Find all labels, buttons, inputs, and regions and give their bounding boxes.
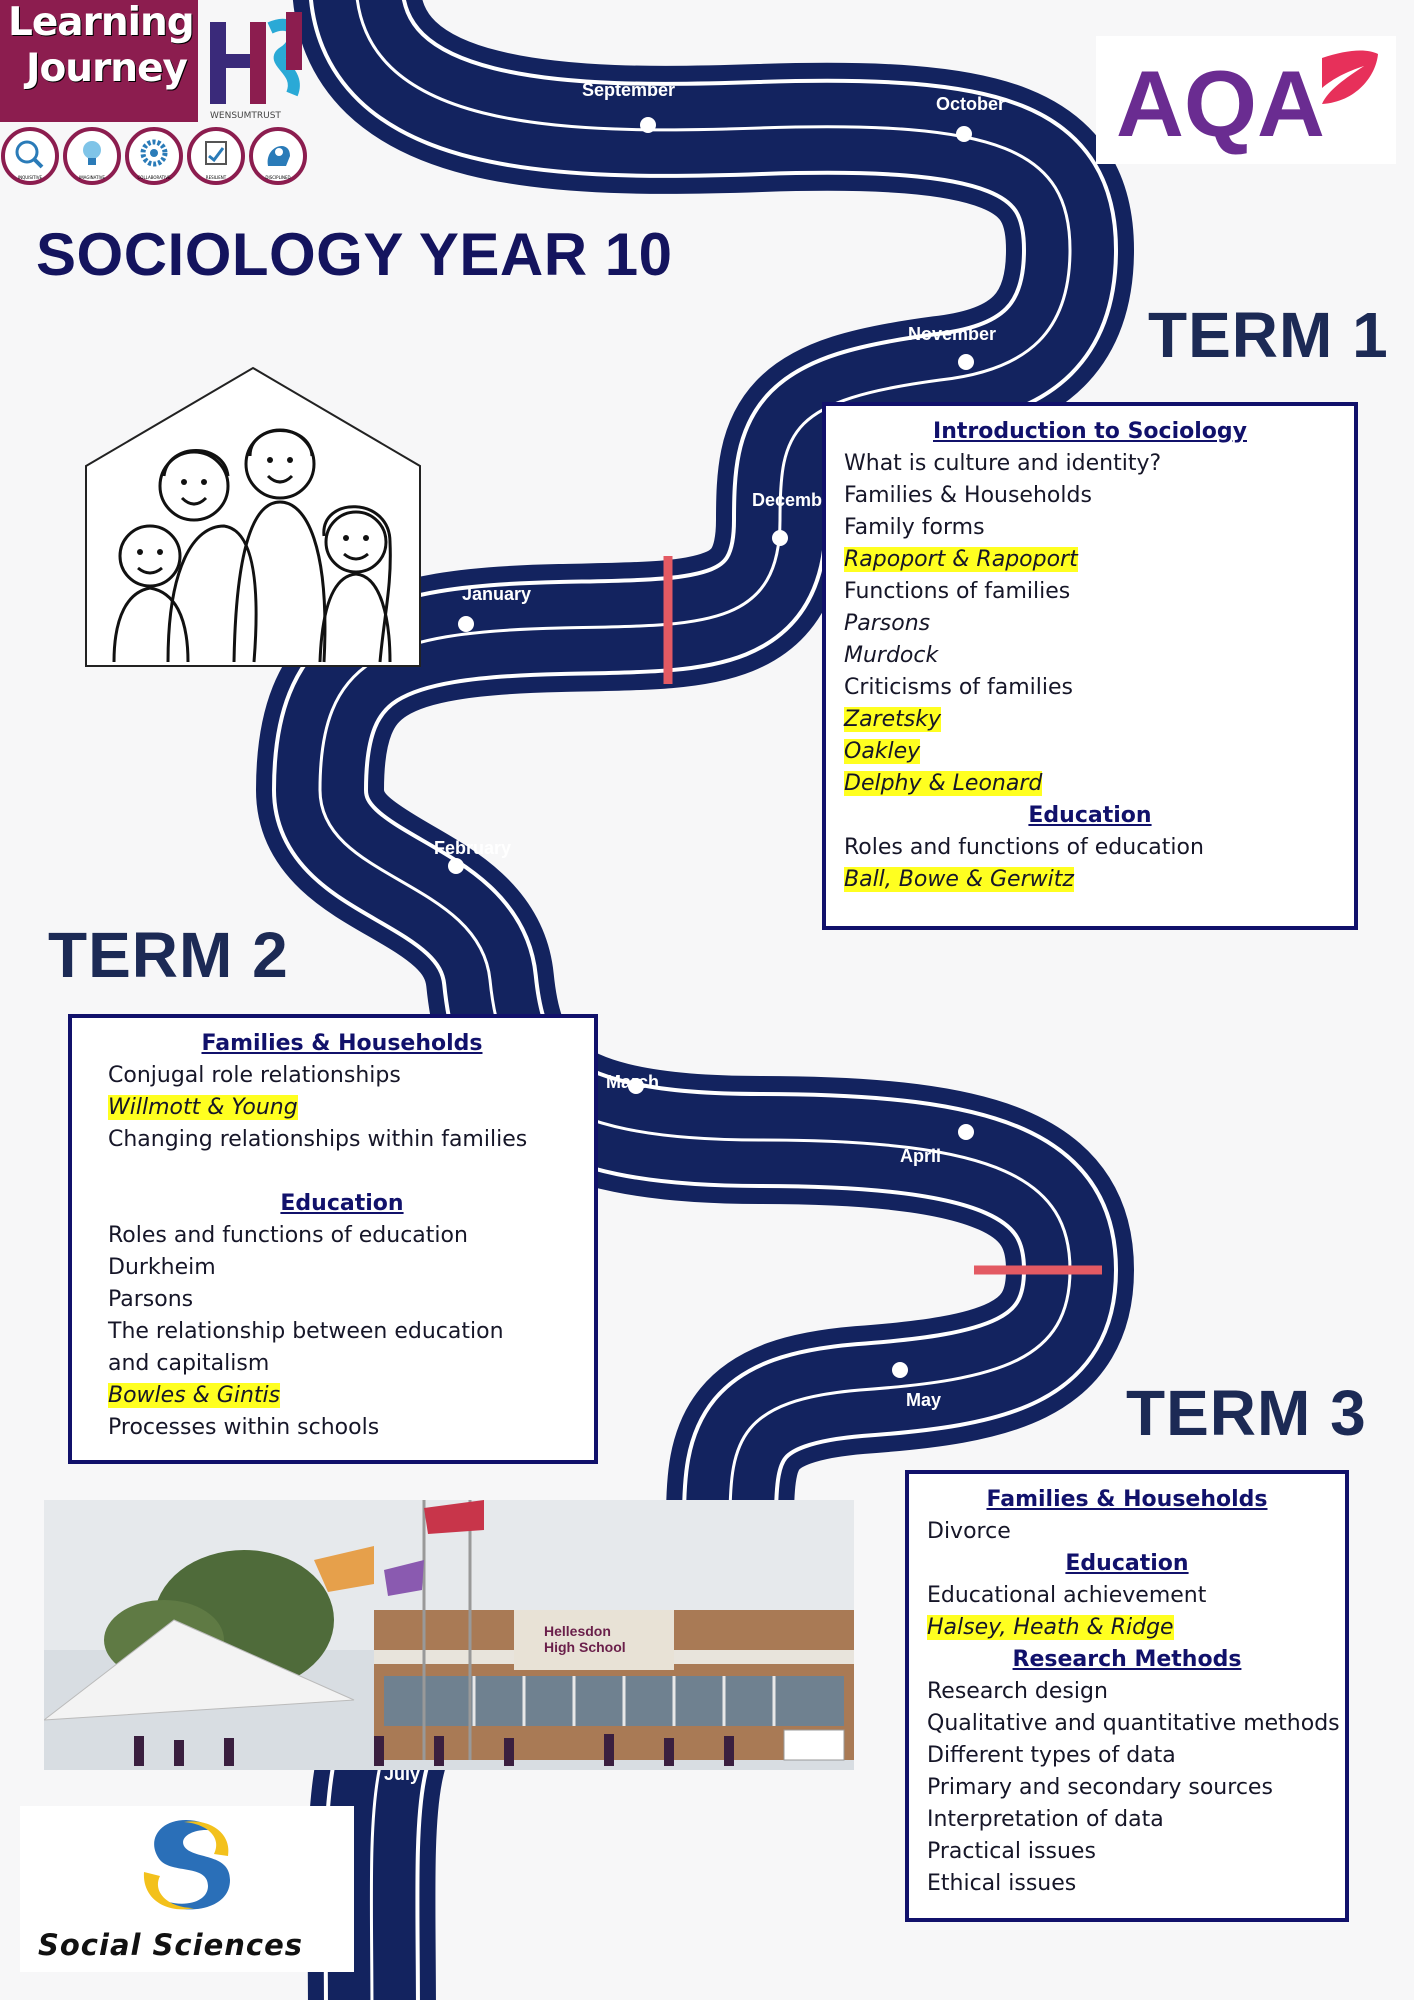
topic-item: Primary and secondary sources bbox=[927, 1775, 1273, 1800]
topic-item: Durkheim bbox=[108, 1255, 216, 1280]
topic-item: Research design bbox=[927, 1679, 1108, 1704]
value-resilient: RESILIENT bbox=[206, 175, 227, 180]
month-november: November bbox=[908, 324, 996, 344]
topic-item: Criticisms of families bbox=[844, 675, 1074, 700]
topic-item: Family forms bbox=[844, 515, 985, 540]
section-heading: Education bbox=[280, 1191, 404, 1216]
topic-item: Parsons bbox=[108, 1287, 194, 1312]
school-sign-line1: Hellesdon bbox=[544, 1623, 611, 1639]
topic-item: Different types of data bbox=[927, 1743, 1176, 1768]
theorist-item: Murdock bbox=[844, 643, 939, 668]
highlighted-theorist: Ball, Bowe & Gerwitz bbox=[844, 867, 1074, 892]
spacer bbox=[108, 1156, 576, 1188]
value-inquisitive: INQUISITIVE bbox=[18, 175, 43, 180]
topic-item: Qualitative and quantitative methods bbox=[927, 1711, 1340, 1736]
month-february: February bbox=[434, 838, 511, 858]
section-heading: Introduction to Sociology bbox=[933, 419, 1247, 444]
milestone-dot bbox=[772, 530, 788, 546]
milestone-dot bbox=[628, 1078, 644, 1094]
inquisitive-icon: INQUISITIVE bbox=[1, 127, 59, 185]
month-december: Decemb bbox=[752, 490, 822, 510]
highlighted-theorist: Zaretsky bbox=[844, 707, 941, 732]
topic-item: Functions of families bbox=[844, 579, 1071, 604]
aqa-logo-text: AQA bbox=[1116, 51, 1325, 156]
milestone-dot bbox=[958, 354, 974, 370]
imaginative-icon: IMAGINATIVE bbox=[63, 127, 121, 185]
highlighted-theorist: Willmott & Young bbox=[108, 1095, 298, 1120]
milestone-dot bbox=[448, 858, 464, 874]
month-march: March bbox=[606, 1072, 659, 1092]
trust-name: WENSUMTRUST bbox=[210, 111, 281, 121]
milestone-dot bbox=[640, 117, 656, 133]
highlighted-theorist: Bowles & Gintis bbox=[108, 1383, 281, 1408]
milestone-dot bbox=[956, 126, 972, 142]
term1-label: TERM 1 bbox=[1148, 299, 1389, 371]
value-collaborative: COLLABORATIVE bbox=[138, 175, 171, 180]
social-sciences-logo: Social Sciences bbox=[20, 1806, 354, 1972]
family-illustration bbox=[85, 366, 421, 667]
hhs-trust-logo: WENSUMTRUST bbox=[210, 12, 302, 121]
term3-content-box: Families & Households Divorce Education … bbox=[905, 1470, 1349, 1922]
section-heading: Education bbox=[1065, 1551, 1189, 1576]
section-heading: Families & Households bbox=[201, 1031, 483, 1056]
social-sciences-s-icon bbox=[143, 1820, 230, 1910]
school-sign-line2: High School bbox=[544, 1639, 626, 1655]
school-photo: Hellesdon High School bbox=[44, 1500, 854, 1770]
topic-item: Divorce bbox=[927, 1519, 1011, 1544]
topic-item: Educational achievement bbox=[927, 1583, 1207, 1608]
section-heading: Families & Households bbox=[986, 1487, 1268, 1512]
month-september: September bbox=[582, 80, 675, 100]
month-april: April bbox=[900, 1146, 941, 1166]
aqa-logo: AQA bbox=[1096, 36, 1396, 164]
highlighted-theorist: Halsey, Heath & Ridge bbox=[927, 1615, 1174, 1640]
highlighted-theorist: Oakley bbox=[844, 739, 921, 764]
month-january: January bbox=[462, 584, 531, 604]
section-heading: Research Methods bbox=[1012, 1647, 1242, 1672]
learning-journey-line1: Learning bbox=[8, 0, 195, 45]
term3-label: TERM 3 bbox=[1126, 1377, 1367, 1449]
topic-item: Ethical issues bbox=[927, 1871, 1077, 1896]
month-may: May bbox=[906, 1390, 941, 1410]
month-october: October bbox=[936, 94, 1005, 114]
value-imaginative: IMAGINATIVE bbox=[79, 175, 105, 180]
term1-content-box: Introduction to Sociology What is cultur… bbox=[822, 402, 1358, 930]
topic-item: Changing relationships within families bbox=[108, 1127, 528, 1152]
milestone-dot bbox=[892, 1362, 908, 1378]
highlighted-theorist: Rapoport & Rapoport bbox=[844, 547, 1078, 572]
social-sciences-text: Social Sciences bbox=[38, 1928, 303, 1962]
highlighted-theorist: Delphy & Leonard bbox=[844, 771, 1043, 796]
milestone-dot bbox=[958, 1124, 974, 1140]
topic-item: What is culture and identity? bbox=[844, 451, 1162, 476]
topic-item: Roles and functions of education bbox=[108, 1223, 468, 1248]
value-disciplined: DISCIPLINED bbox=[265, 175, 290, 180]
topic-item: Roles and functions of education bbox=[844, 835, 1204, 860]
section-heading: Education bbox=[1028, 803, 1152, 828]
milestone-dot bbox=[458, 616, 474, 632]
term2-content-box: Families & Households Conjugal role rela… bbox=[68, 1014, 598, 1464]
theorist-item: Parsons bbox=[844, 611, 931, 636]
topic-item: Conjugal role relationships bbox=[108, 1063, 401, 1088]
topic-item: Practical issues bbox=[927, 1839, 1096, 1864]
collaborative-icon: COLLABORATIVE bbox=[125, 127, 183, 185]
topic-item: The relationship between education and c… bbox=[108, 1319, 504, 1376]
learning-journey-line2: Journey bbox=[26, 46, 188, 91]
topic-item: Interpretation of data bbox=[927, 1807, 1164, 1832]
resilient-icon: RESILIENT bbox=[187, 127, 245, 185]
school-values-row: INQUISITIVE IMAGINATIVE COLLABORATIVE RE… bbox=[0, 126, 316, 192]
topic-item: Families & Households bbox=[844, 483, 1092, 508]
term2-label: TERM 2 bbox=[48, 919, 289, 991]
learning-journey-logo: Learning Journey bbox=[0, 0, 198, 122]
disciplined-icon: DISCIPLINED bbox=[249, 127, 307, 185]
topic-item: Processes within schools bbox=[108, 1415, 380, 1440]
page-title: SOCIOLOGY YEAR 10 bbox=[36, 221, 673, 288]
